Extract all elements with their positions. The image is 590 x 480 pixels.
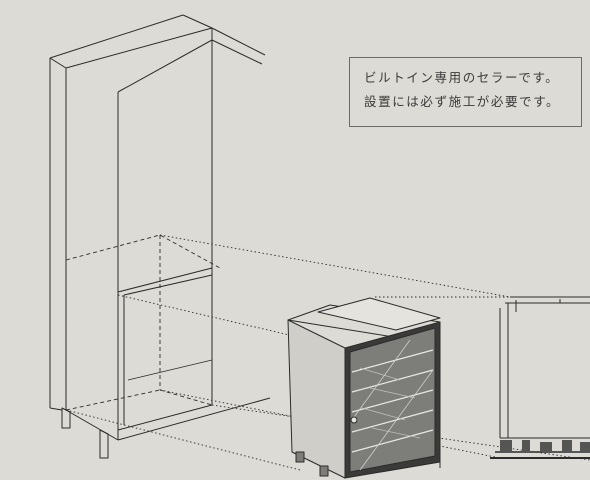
note-line-2: 設置には必ず施工が必要です。 (364, 94, 561, 109)
recess-outline (65, 234, 221, 411)
tall-cabinet (49, 14, 271, 459)
section-view (490, 296, 590, 459)
wine-cellar-unit (287, 297, 441, 479)
installation-note: ビルトイン専用のセラーです。 設置には必ず施工が必要です。 (349, 57, 582, 127)
note-line-1: ビルトイン専用のセラーです。 (364, 70, 560, 85)
